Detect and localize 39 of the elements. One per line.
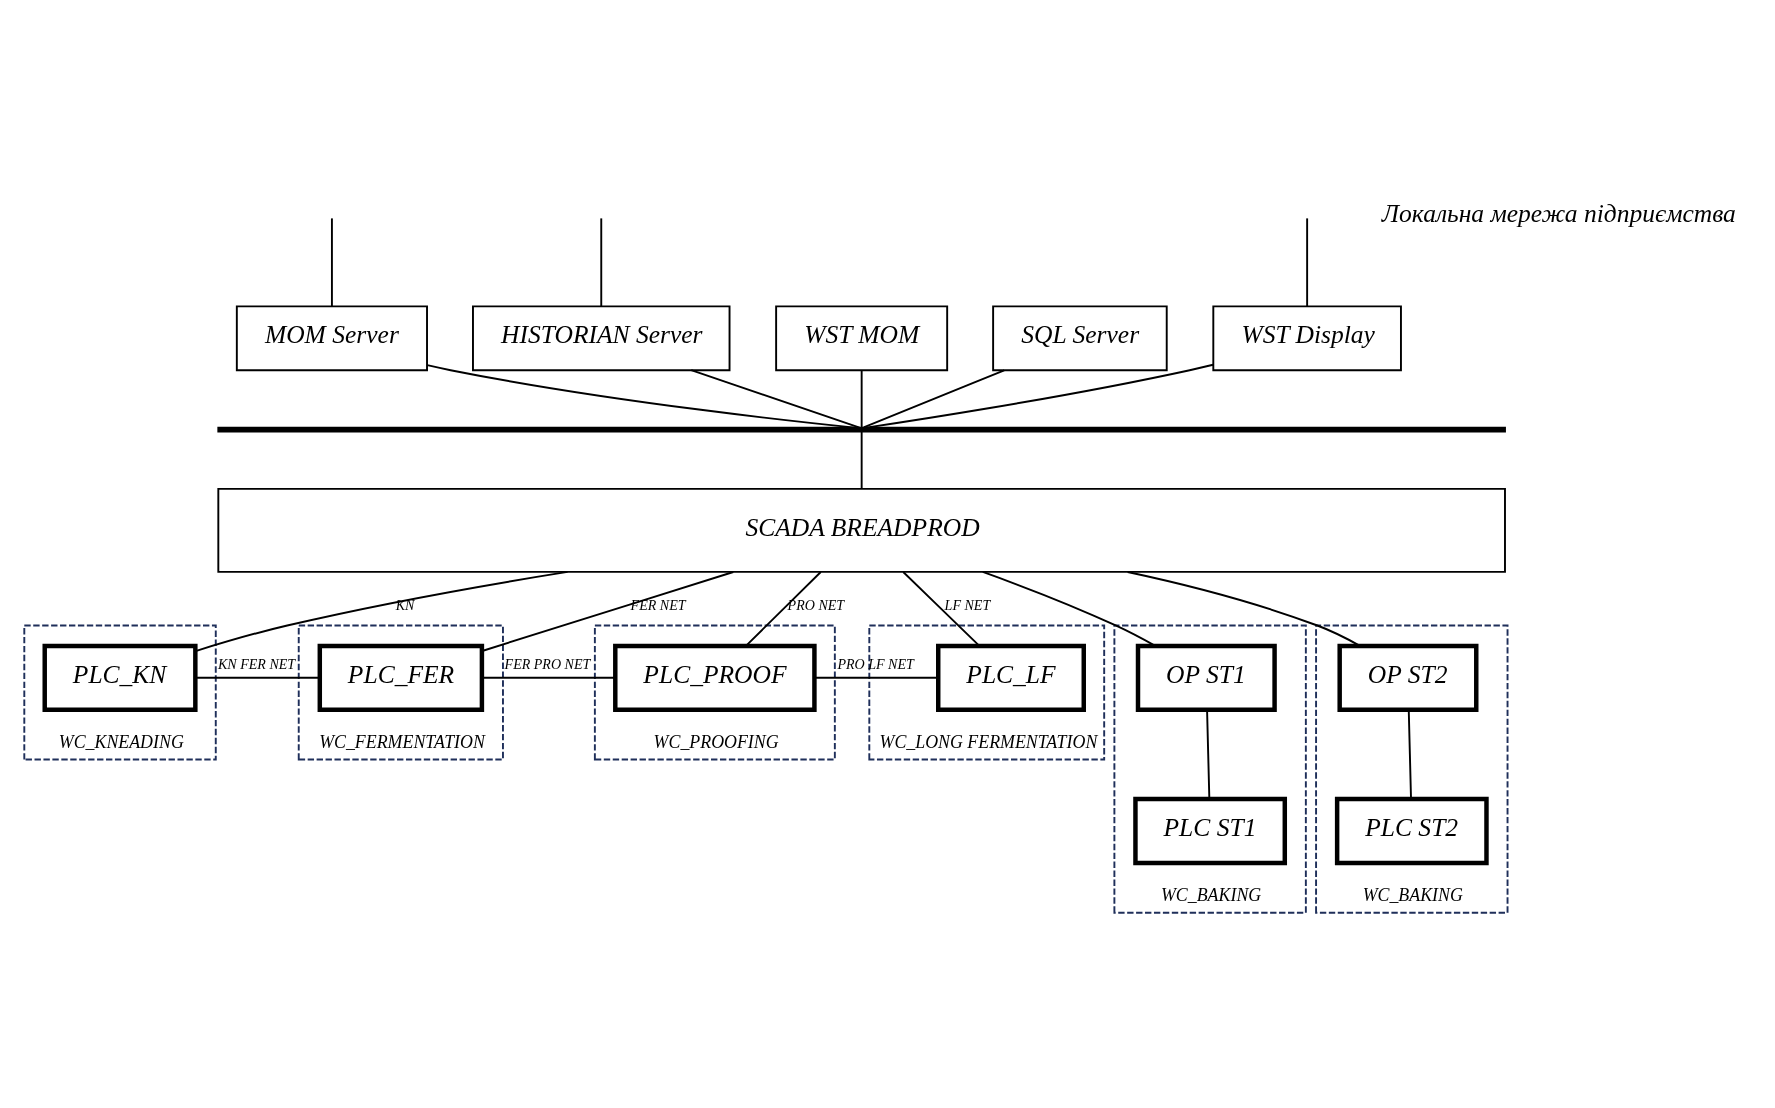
connector: [600, 217, 603, 307]
node-box: PLC_KN: [42, 643, 198, 712]
edge-label: LF NET: [944, 596, 991, 613]
label: Локальна мережа підприємства: [1381, 199, 1736, 229]
connector: [330, 217, 333, 307]
node-box: OP ST1: [1135, 643, 1277, 712]
node-bar: [217, 426, 1506, 433]
connector: [1126, 571, 1361, 647]
connector: [981, 571, 1156, 647]
edge-label: PRO LF NET: [837, 655, 914, 672]
node-box: HISTORIAN Server: [472, 305, 731, 372]
node-box: PLC ST2: [1334, 796, 1489, 866]
connector: [745, 571, 822, 647]
connector: [690, 369, 861, 429]
node-box: MOM Server: [235, 305, 428, 372]
node-box: WST Display: [1212, 305, 1402, 372]
node-box: SQL Server: [992, 305, 1168, 372]
connector: [865, 363, 1215, 429]
node-box: PLC_FER: [317, 643, 485, 712]
node-box: SCADA BREADPROD: [217, 487, 1506, 573]
connector: [862, 369, 1006, 429]
connector: [481, 571, 735, 652]
node-box: PLC_LF: [936, 643, 1086, 712]
connector: [481, 676, 616, 679]
connector: [813, 676, 939, 679]
node-box: PLC_PROOF: [613, 643, 817, 712]
edge-label: FER PRO NET: [504, 655, 591, 672]
connector: [860, 369, 863, 429]
connector: [902, 571, 981, 647]
connector: [194, 570, 569, 653]
connector: [860, 430, 863, 490]
node-box: PLC ST1: [1133, 796, 1288, 866]
connector: [194, 676, 321, 679]
connector: [426, 364, 856, 429]
node-box: OP ST2: [1337, 643, 1479, 712]
node-box: WST MOM: [775, 305, 949, 372]
edge-label: KN FER NET: [218, 655, 296, 672]
edge-label: PRO NET: [787, 596, 845, 613]
connector: [1306, 217, 1309, 307]
